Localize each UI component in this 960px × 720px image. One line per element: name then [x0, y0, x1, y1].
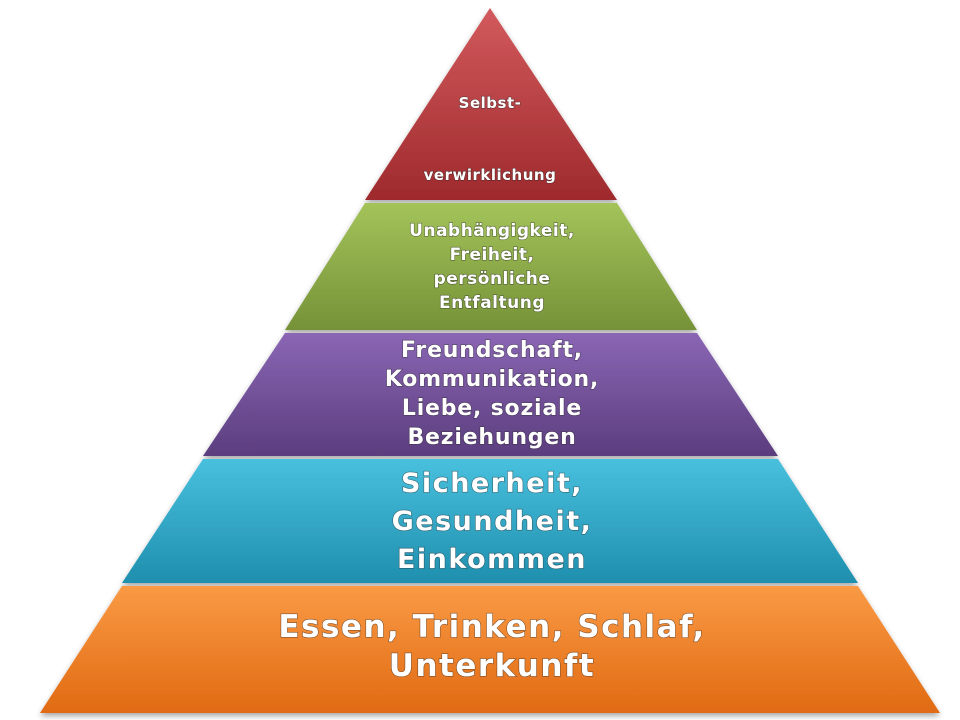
- level-label: verwirklichung: [424, 166, 557, 184]
- pyramid-level-self-actualization: Selbst- verwirklichung: [365, 8, 617, 200]
- level-label: Selbst-: [459, 94, 522, 112]
- level-label: Gesundheit,: [392, 506, 593, 537]
- pyramid-level-physiological: Essen, Trinken, Schlaf, Unterkunft: [40, 586, 940, 713]
- level-label: Kommunikation,: [385, 367, 599, 392]
- level-label: Essen, Trinken, Schlaf,: [278, 609, 705, 645]
- level-shape: [122, 459, 858, 583]
- level-shape: [203, 333, 778, 456]
- level-label: Beziehungen: [407, 425, 576, 450]
- level-label: Unterkunft: [389, 648, 595, 684]
- level-shape: [40, 586, 940, 713]
- pyramid-level-safety: Sicherheit, Gesundheit, Einkommen: [122, 459, 858, 583]
- level-label: Unabhängigkeit,: [409, 221, 575, 241]
- pyramid-level-esteem: Unabhängigkeit, Freiheit, persönliche En…: [285, 203, 697, 330]
- level-label: Sicherheit,: [401, 468, 583, 499]
- level-label: Einkommen: [397, 544, 587, 575]
- level-shape: [365, 8, 617, 200]
- pyramid-level-social: Freundschaft, Kommunikation, Liebe, sozi…: [203, 333, 778, 456]
- level-shape: [285, 203, 697, 330]
- level-label: Entfaltung: [439, 293, 545, 313]
- level-label: Freundschaft,: [401, 338, 583, 363]
- level-label: persönliche: [434, 269, 551, 289]
- level-label: Liebe, soziale: [402, 396, 582, 421]
- level-label: Freiheit,: [450, 245, 535, 265]
